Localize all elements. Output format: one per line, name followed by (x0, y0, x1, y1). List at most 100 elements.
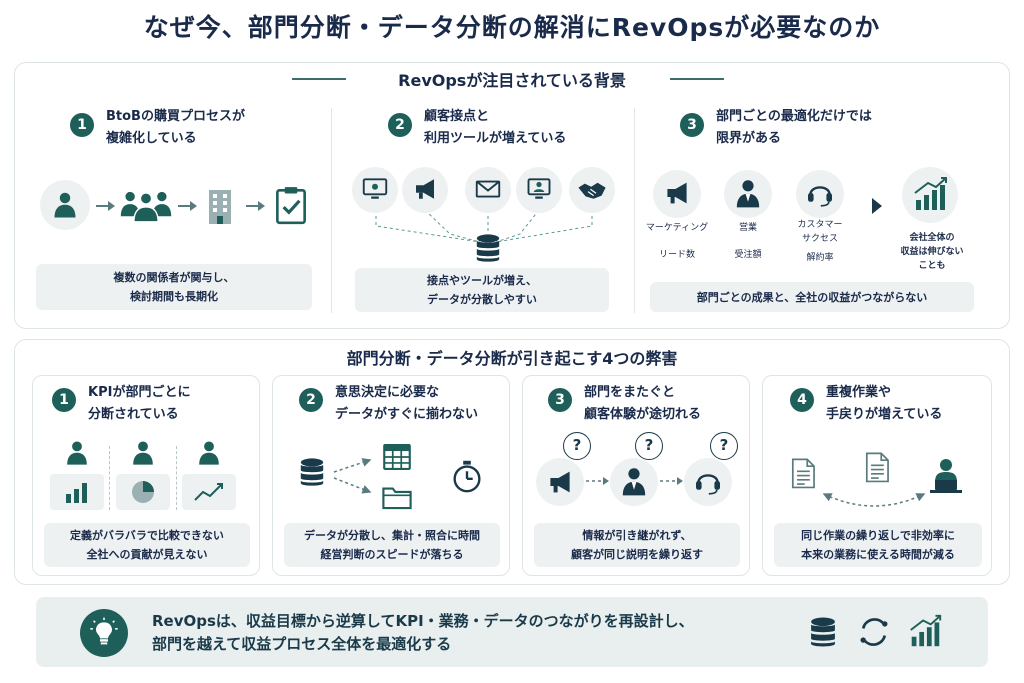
col1-title-line2: 複雑化している (106, 131, 197, 146)
divider (634, 108, 635, 313)
line-chart-icon (189, 477, 229, 507)
person-icon (129, 436, 157, 468)
result-icon-bg (902, 167, 958, 223)
chart-tile (182, 474, 236, 510)
step-number: 4 (790, 388, 814, 412)
step-number: 2 (388, 113, 412, 137)
note-line: 本来の業務に使える時間が減る (801, 548, 955, 561)
col3-title-line2: 限界がある (716, 131, 782, 146)
growth-chart-icon (910, 174, 950, 214)
col2-title-line1: 顧客接点と (424, 109, 490, 124)
video-call-icon (524, 174, 554, 204)
person-icon (63, 436, 91, 468)
megaphone-icon (410, 174, 440, 204)
note-line: 接点やツールが増え、 (427, 274, 537, 287)
conclusion-line2: 部門を越えて収益プロセス全体を最適化する (152, 635, 452, 653)
col3-note: 部門ごとの成果と、全社の収益がつながらない (650, 282, 974, 312)
database-icon (296, 455, 328, 489)
card-note: 同じ作業の繰り返しで非効率に 本来の業務に使える時間が減る (774, 523, 982, 567)
col1-note: 複数の関係者が関与し、 検討期間も長期化 (36, 264, 312, 310)
mail-icon (473, 174, 503, 204)
card-note: 定義がバラバラで比較できない 全社への貢献が見えない (44, 523, 250, 567)
note-line: 定義がバラバラで比較できない (70, 529, 224, 542)
card-title-line2: 顧客体験が途切れる (584, 407, 702, 422)
pie-chart-icon (123, 477, 163, 507)
megaphone-icon (661, 177, 693, 209)
background-heading: RevOpsが注目されている背景 (398, 71, 626, 90)
card-title-line2: 分断されている (88, 407, 179, 422)
col1-title-line1: BtoBの購買プロセスが (106, 109, 245, 124)
dept-kpi: 解約率 (806, 253, 834, 263)
note-line: データが分散しやすい (427, 293, 537, 306)
split-arrows (333, 458, 372, 494)
dept-name: 営業 (738, 223, 757, 233)
page-title: なぜ今、部門分断・データ分断の解消にRevOpsが必要なのか (143, 13, 881, 42)
conclusion-text: RevOpsは、収益目標から逆算してKPI・業務・データのつながりを再設計し、 … (152, 610, 694, 656)
dept-kpi: リード数 (658, 250, 695, 260)
connector-lines (375, 209, 593, 243)
handshake-icon (576, 174, 608, 206)
result-text: 会社全体の (909, 233, 955, 243)
problems-heading: 部門分断・データ分断が引き起こす4つの弊害 (346, 349, 678, 368)
arrow-icon (96, 201, 115, 211)
card-note: データが分散し、集計・照合に時間 経営判断のスピードが落ちる (284, 523, 500, 567)
business-person-icon (618, 464, 650, 498)
table-icon (380, 440, 414, 474)
megaphone-icon (544, 466, 576, 498)
dept-name: マーケティング (645, 223, 709, 233)
step-number: 1 (70, 113, 94, 137)
note-line: 経営判断のスピードが落ちる (320, 548, 464, 561)
document-icon (786, 454, 820, 492)
bar-chart-icon (57, 477, 97, 507)
arrow-icon (586, 477, 609, 485)
question-icon: ? (635, 432, 663, 460)
col2-note: 接点やツールが増え、 データが分散しやすい (355, 268, 609, 312)
database-icon (472, 232, 504, 264)
col3-title-line1: 部門ごとの最適化だけでは (716, 109, 872, 124)
question-icon: ? (710, 432, 738, 460)
card-title-line1: 部門をまたぐと (584, 385, 676, 400)
card-title-line2: 手戻りが増えている (826, 407, 943, 422)
building-icon (200, 186, 240, 226)
folder-icon (380, 480, 414, 514)
dept-name: サクセス (801, 234, 838, 244)
dept-name: カスタマー (797, 220, 843, 230)
note-line: 部門ごとの成果と、全社の収益がつながらない (696, 290, 928, 304)
note-line: 顧客が同じ説明を繰り返す (571, 548, 703, 561)
step-number: 1 (52, 388, 76, 412)
card-title-line1: 重複作業や (826, 385, 892, 400)
step-number: 2 (299, 388, 323, 412)
heading-line-left (292, 78, 346, 80)
lightbulb-icon (88, 616, 120, 648)
group-icon (118, 186, 174, 224)
growth-chart-icon (906, 612, 944, 650)
card-note: 情報が引き継がれず、 顧客が同じ説明を繰り返す (534, 523, 740, 567)
divider (109, 446, 110, 510)
heading-line-right (670, 78, 724, 80)
note-line: データが分散し、集計・照合に時間 (304, 529, 480, 542)
document-icon (860, 448, 894, 486)
journey-icon-bg (684, 458, 732, 506)
note-line: 全社への貢献が見えない (86, 548, 208, 561)
step-number: 3 (548, 388, 572, 412)
sync-icon (856, 614, 892, 650)
arrow-icon (660, 477, 683, 485)
arrow-icon (246, 201, 265, 211)
business-person-icon (732, 176, 764, 210)
conclusion-line1: RevOpsは、収益目標から逆算してKPI・業務・データのつながりを再設計し、 (152, 612, 694, 630)
note-line: 検討期間も長期化 (130, 290, 218, 303)
card-title-line1: KPIが部門ごとに (88, 385, 191, 400)
arrow-icon (178, 201, 197, 211)
chevron-right-icon (872, 198, 882, 214)
headset-icon (804, 176, 836, 210)
dept-icon-bg (796, 170, 844, 218)
dept-kpi: 受注額 (734, 250, 762, 260)
question-icon: ? (563, 432, 591, 460)
note-line: 複数の関係者が関与し、 (113, 271, 235, 284)
note-line: 情報が引き継がれず、 (582, 529, 692, 542)
result-text: ことも (918, 261, 946, 271)
divider (176, 446, 177, 510)
card-title-line2: データがすぐに揃わない (335, 407, 479, 422)
database-icon (806, 614, 840, 650)
checklist-icon (270, 184, 312, 226)
